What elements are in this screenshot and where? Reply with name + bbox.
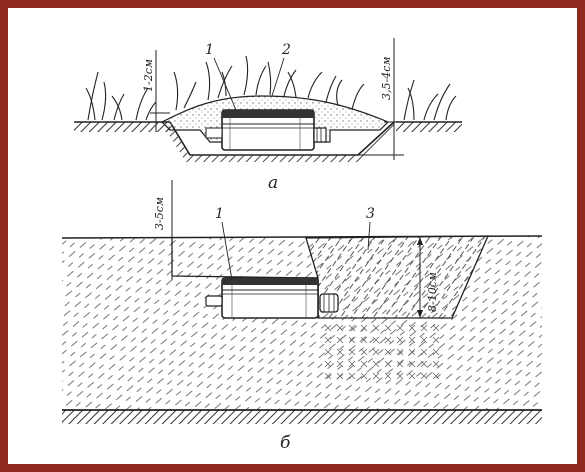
label-1-a: 1 — [205, 42, 214, 58]
label-1-b: 1 — [215, 206, 224, 222]
figure-canvas: 1-2см 3,5-4см 1 2 а — [61, 38, 543, 453]
diagram-b: 3-5см 8-10см 1 3 б — [61, 180, 543, 453]
dim-label-3-5cm: 3-5см — [153, 197, 166, 230]
dimension-right-a: 3,5-4см — [330, 38, 404, 160]
leader-2-a — [271, 57, 285, 97]
trench-backfill — [305, 235, 490, 319]
crosshatch-zone — [322, 322, 442, 384]
leader-3-b — [367, 221, 371, 251]
label-3-b: 3 — [366, 206, 375, 222]
mine-a — [205, 109, 327, 151]
dimension-left-a: 1-2см — [142, 50, 170, 132]
caption-b: б — [280, 433, 291, 453]
leader-1-b — [221, 221, 233, 281]
bottom-ground — [62, 410, 542, 424]
diagram-a: 1-2см 3,5-4см 1 2 а — [74, 38, 462, 193]
dim-label-3-5-4cm: 3,5-4см — [380, 57, 393, 101]
dim-label-1-2cm: 1-2см — [142, 59, 155, 92]
caption-a: а — [268, 173, 278, 193]
leader-1-a — [213, 57, 237, 111]
dimension-right-b: 8-10см — [417, 237, 439, 318]
label-2-a: 2 — [281, 42, 291, 58]
dim-label-8-10cm: 8-10см — [426, 272, 439, 312]
dimension-top-b: 3-5см — [153, 180, 173, 280]
grass-a — [85, 55, 457, 121]
mine-b — [205, 277, 339, 319]
pit-outline-a — [166, 121, 395, 162]
